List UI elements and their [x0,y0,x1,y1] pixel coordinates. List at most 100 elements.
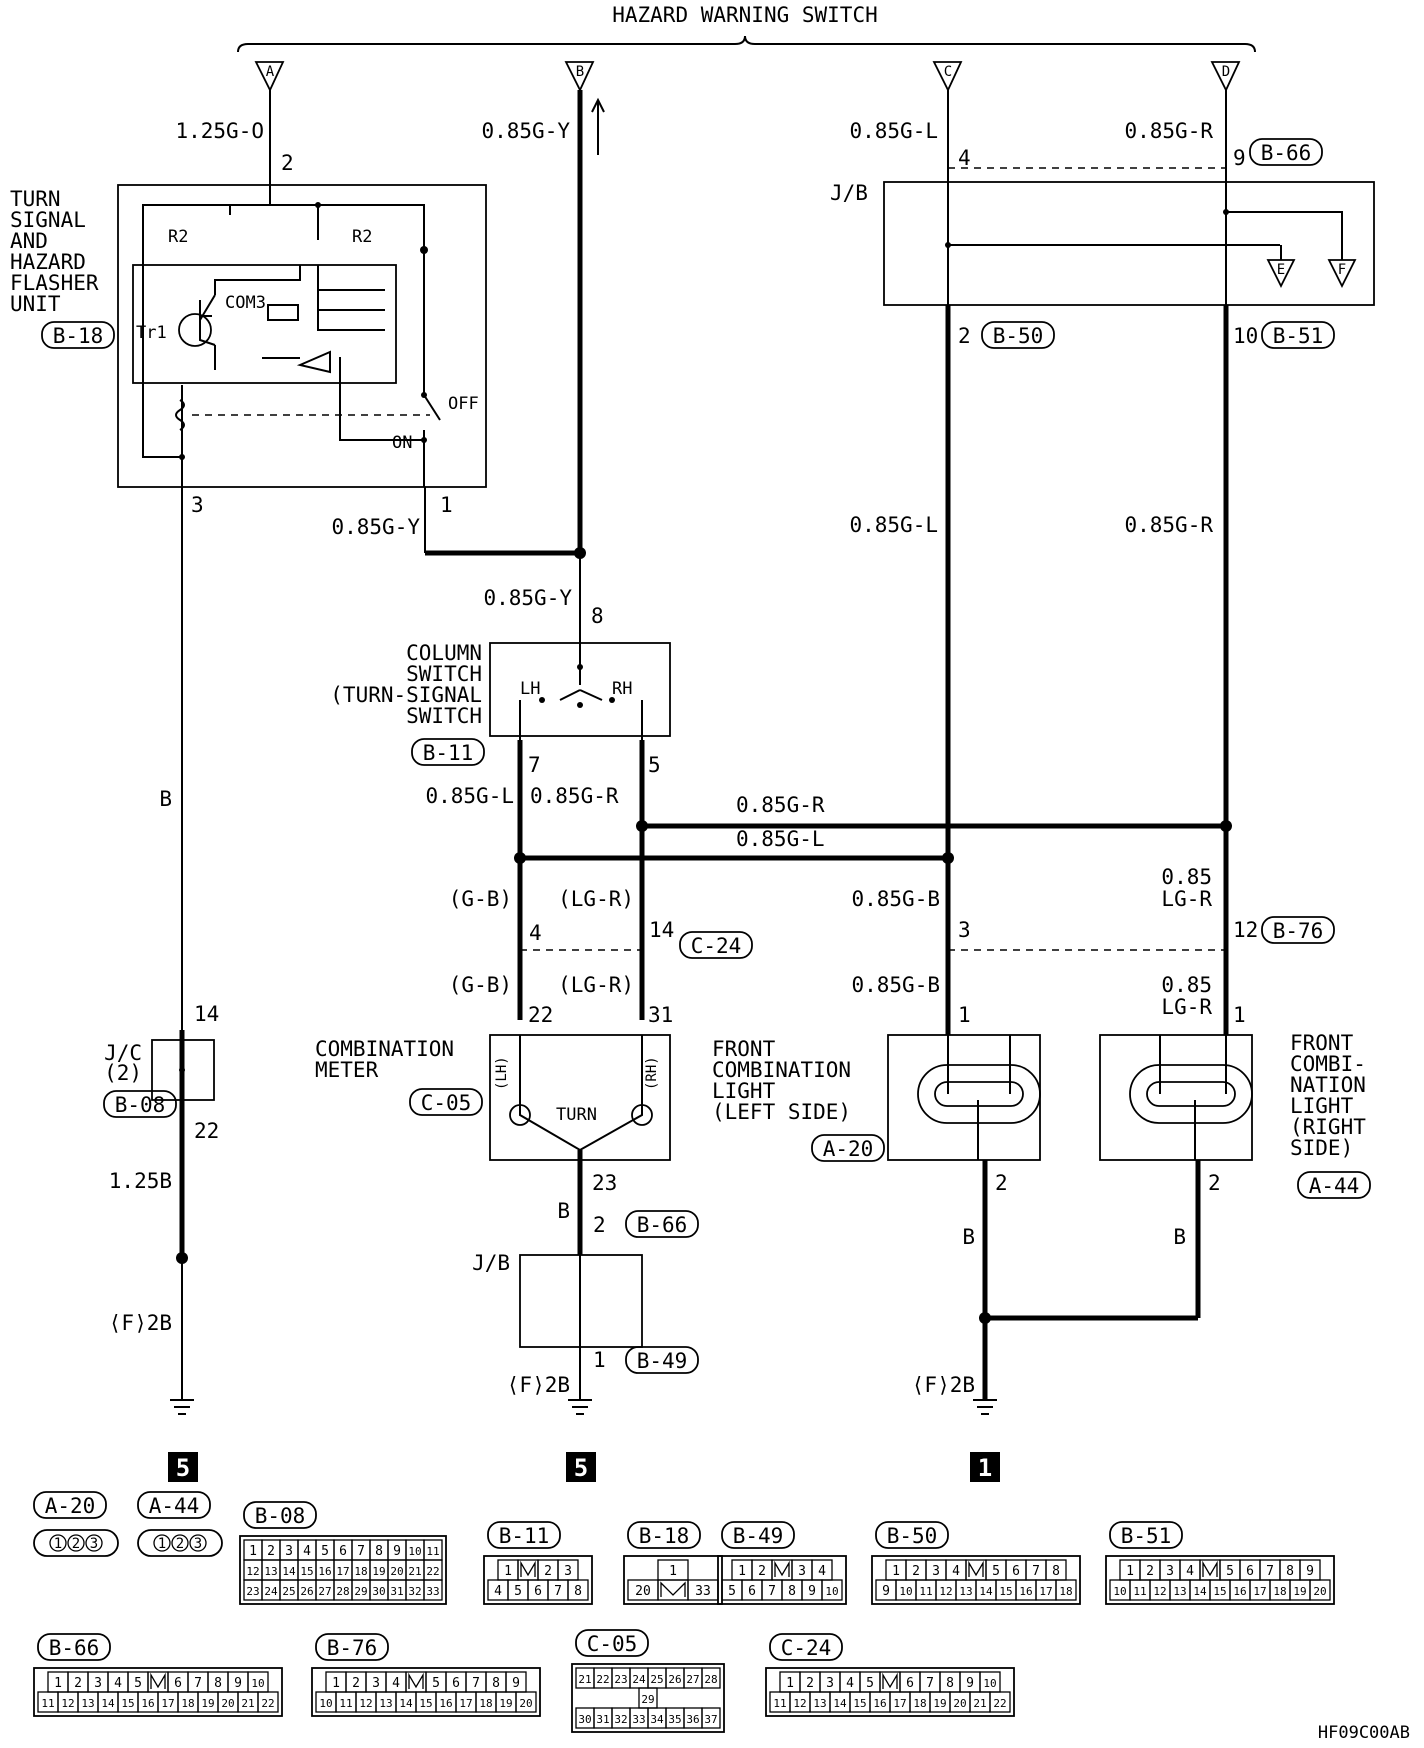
svg-text:10: 10 [1233,324,1258,348]
svg-text:11: 11 [1133,1585,1146,1598]
svg-text:31: 31 [596,1713,609,1726]
svg-text:4: 4 [818,1564,826,1579]
svg-text:31: 31 [648,1003,673,1027]
svg-text:2: 2 [758,1564,766,1579]
svg-text:6: 6 [1012,1564,1020,1579]
svg-text:14: 14 [979,1585,993,1598]
svg-text:SWITCH: SWITCH [406,662,482,686]
svg-text:1: 1 [669,1564,677,1579]
svg-text:A-44: A-44 [1309,1174,1360,1198]
svg-text:22: 22 [596,1673,609,1686]
svg-text:8: 8 [492,1676,500,1691]
svg-text:4: 4 [392,1676,400,1691]
svg-text:6: 6 [174,1676,182,1691]
svg-text:14: 14 [194,1002,219,1026]
svg-text:2: 2 [176,1536,184,1552]
svg-text:1: 1 [54,1676,62,1691]
svg-text:FRONT: FRONT [712,1037,776,1061]
front-left-light: FRONT COMBINATION LIGHT (LEFT SIDE) [712,1034,1041,1161]
svg-text:10: 10 [983,1677,996,1690]
svg-text:6: 6 [906,1676,914,1691]
svg-text:B: B [576,64,584,80]
svg-text:3: 3 [798,1564,806,1579]
svg-text:3: 3 [194,1536,202,1552]
svg-text:17: 17 [161,1697,174,1710]
connector-badge-b49: B-49 [625,1346,699,1374]
wire-bus-l: 0.85G-L [736,827,825,851]
flasher-on: ON [392,433,412,453]
junction-dots [176,547,1232,1324]
svg-text:10: 10 [319,1697,332,1710]
svg-text:TURN: TURN [10,187,61,211]
wire-column-in: 0.85G-Y [483,586,572,610]
wire-ground-3: ⟨F⟩2B [912,1373,975,1397]
svg-text:22: 22 [528,1003,553,1027]
svg-text:J/B: J/B [472,1251,510,1275]
svg-text:25: 25 [650,1673,663,1686]
svg-text:B-49: B-49 [637,1349,688,1373]
wire-jc-out: 1.25B [109,1169,172,1193]
svg-text:33: 33 [632,1713,645,1726]
svg-text:14: 14 [399,1697,413,1710]
svg-text:6: 6 [339,1544,347,1559]
svg-text:7: 7 [357,1544,365,1559]
wire-meter-gnd: B [557,1199,570,1223]
svg-text:2: 2 [958,324,971,348]
svg-text:13: 13 [81,1697,94,1710]
svg-text:(TURN-SIGNAL: (TURN-SIGNAL [330,683,482,707]
svg-text:15: 15 [419,1697,432,1710]
svg-text:19: 19 [201,1697,214,1710]
svg-text:7: 7 [1266,1564,1274,1579]
svg-text:20: 20 [953,1697,966,1710]
svg-text:FLASHER: FLASHER [10,271,99,295]
svg-text:1: 1 [249,1544,257,1559]
flasher-r2-left: R2 [168,227,188,247]
svg-text:17: 17 [1039,1585,1052,1598]
svg-text:B-66: B-66 [637,1213,688,1237]
ground-1: 5 [168,1399,198,1482]
connector-badge-b76: B-76 [1261,916,1335,944]
thick-wires [179,90,1229,1400]
svg-text:4: 4 [1186,1564,1194,1579]
svg-text:B-08: B-08 [255,1504,306,1528]
svg-text:23: 23 [592,1171,617,1195]
svg-text:1: 1 [958,1003,971,1027]
svg-text:13: 13 [264,1565,277,1578]
svg-text:9: 9 [882,1584,890,1599]
svg-text:A-44: A-44 [149,1494,200,1518]
wire-c-down: 0.85G-L [849,513,938,537]
svg-text:3: 3 [285,1544,293,1559]
svg-text:8: 8 [574,1584,582,1599]
connector-badge-c24: C-24 [679,931,753,959]
svg-text:15: 15 [853,1697,866,1710]
wire-rb-2a: 0.85 [1161,973,1212,997]
svg-text:5: 5 [728,1584,736,1599]
svg-text:(LEFT SIDE): (LEFT SIDE) [712,1100,851,1124]
svg-text:18: 18 [1273,1585,1286,1598]
svg-text:11: 11 [919,1585,932,1598]
flasher-unit: R2 R2 Tr1 COM3 OFF ON [117,184,487,488]
connector-badge-a20: A-20 [811,1134,885,1162]
svg-text:5: 5 [134,1676,142,1691]
svg-text:20: 20 [221,1697,234,1710]
svg-text:2: 2 [544,1564,552,1579]
wire-ground-2: ⟨F⟩2B [507,1373,570,1397]
svg-text:B-76: B-76 [327,1636,378,1660]
svg-text:B-08: B-08 [115,1093,166,1117]
wire-rb-1a: 0.85 [1161,865,1212,889]
svg-text:C-24: C-24 [691,934,742,958]
svg-text:26: 26 [300,1585,313,1598]
svg-text:22: 22 [194,1119,219,1143]
column-lh: LH [520,679,540,699]
column-rh: RH [612,679,632,699]
svg-text:6: 6 [1246,1564,1254,1579]
svg-text:1: 1 [332,1676,340,1691]
wire-lb-1: 0.85G-B [851,887,940,911]
svg-text:12: 12 [246,1565,259,1578]
svg-text:16: 16 [873,1697,886,1710]
meter-lh: (LH) [494,1056,510,1090]
